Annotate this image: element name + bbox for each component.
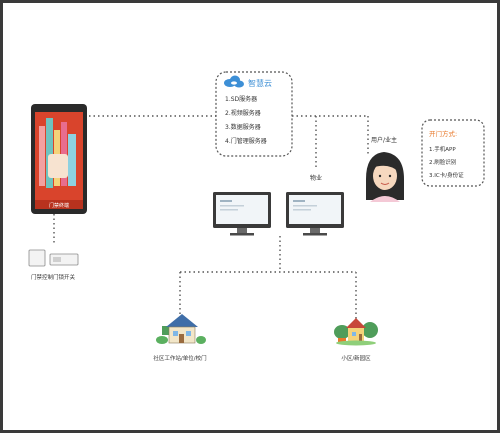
hand-icon: [48, 154, 68, 178]
system-diagram: 智慧云 1.SD服务器 2.视频服务器 3.数据服务器 4.门管理服务器 门禁终…: [4, 4, 496, 429]
cloud-service-1: 1.SD服务器: [225, 95, 257, 103]
owner-avatar-icon: [366, 152, 404, 202]
unlock-method-3: 3.IC卡/身份证: [429, 171, 464, 179]
unlock-methods-border: [421, 119, 485, 187]
monitor-right: [286, 192, 344, 236]
cloud-service-4: 4.门管理服务器: [225, 137, 267, 145]
cloud-box-border: [215, 71, 293, 157]
unlock-methods-title: 开门方式:: [429, 129, 457, 138]
cloud-service-2: 2.视频服务器: [225, 109, 261, 117]
site-2-label: 小区/新园区: [341, 354, 371, 362]
unlock-method-1: 1.手机APP: [429, 145, 456, 153]
community-icon: [334, 318, 378, 346]
property-label: 物业: [310, 174, 322, 182]
terminal-banner: [35, 200, 83, 209]
controller-box-2: [49, 253, 79, 266]
monitor-left: [213, 192, 271, 236]
door-controller: 门禁控制门锁开关: [28, 249, 79, 281]
controller-box-1: [28, 249, 46, 267]
connector-lines: [53, 115, 369, 322]
terminal-banner-label: 门禁终端: [49, 202, 69, 209]
cloud-title: 智慧云: [248, 78, 272, 88]
owner-label: 用户/业主: [371, 136, 397, 144]
cloud-service-3: 3.数据服务器: [225, 123, 261, 131]
controller-label: 门禁控制门锁开关: [31, 273, 76, 281]
unlock-methods-panel: 开门方式: 1.手机APP 2.刷脸识别 3.IC卡/身份证: [421, 119, 485, 187]
unlock-method-2: 2.刷脸识别: [429, 158, 456, 166]
cloud-icon: [224, 75, 244, 88]
cloud-server-box: 智慧云 1.SD服务器 2.视频服务器 3.数据服务器 4.门管理服务器: [215, 71, 293, 157]
site-1-label: 社区工作站/单位/校门: [153, 354, 206, 362]
access-terminal: 门禁终端: [31, 104, 87, 214]
house-icon: [156, 314, 206, 344]
